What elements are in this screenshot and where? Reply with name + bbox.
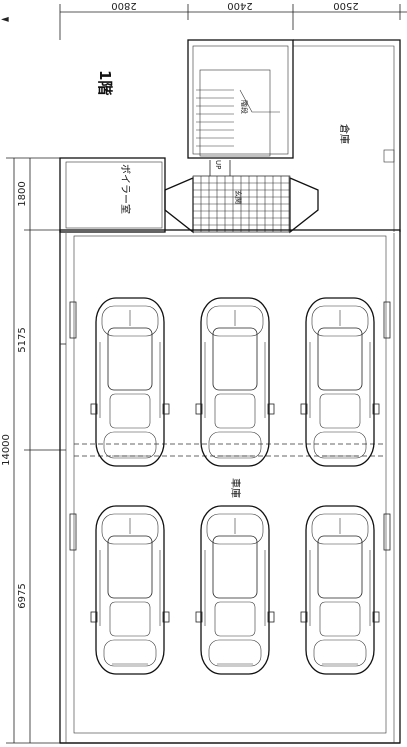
warehouse-label: 倉庫 (338, 124, 351, 144)
floor-label: 1階 (96, 70, 114, 95)
boiler-room-label: ボイラー室 (119, 164, 132, 214)
car-3 (300, 297, 380, 467)
top-dimension-2: 2400 (227, 0, 252, 11)
car-4 (90, 505, 170, 675)
top-dimension-line (59, 4, 407, 40)
warehouse-walls (293, 39, 401, 232)
corner-mark: ◄ (1, 14, 9, 25)
car-2 (195, 297, 275, 467)
car-6 (300, 505, 380, 675)
top-dimension-1: 2800 (111, 0, 136, 11)
entrance-label: 玄関 (234, 190, 243, 204)
up-mark: UP (214, 160, 222, 169)
left-dimension-3: 6975 (17, 583, 28, 608)
left-dimension-line (6, 157, 66, 744)
stair-core (187, 39, 294, 176)
entrance-area (164, 175, 319, 234)
left-dimension-total: 14000 (1, 434, 12, 466)
cars-group (90, 297, 380, 675)
boiler-room-walls (59, 157, 166, 233)
car-5 (195, 505, 275, 675)
car-1 (90, 297, 170, 467)
stair-label: 階段 (240, 100, 249, 114)
garage-label: 車庫 (229, 478, 242, 498)
top-dimension-3: 2500 (333, 0, 358, 11)
left-dimension-1: 1800 (17, 181, 28, 206)
left-dimension-2: 5175 (17, 327, 28, 352)
